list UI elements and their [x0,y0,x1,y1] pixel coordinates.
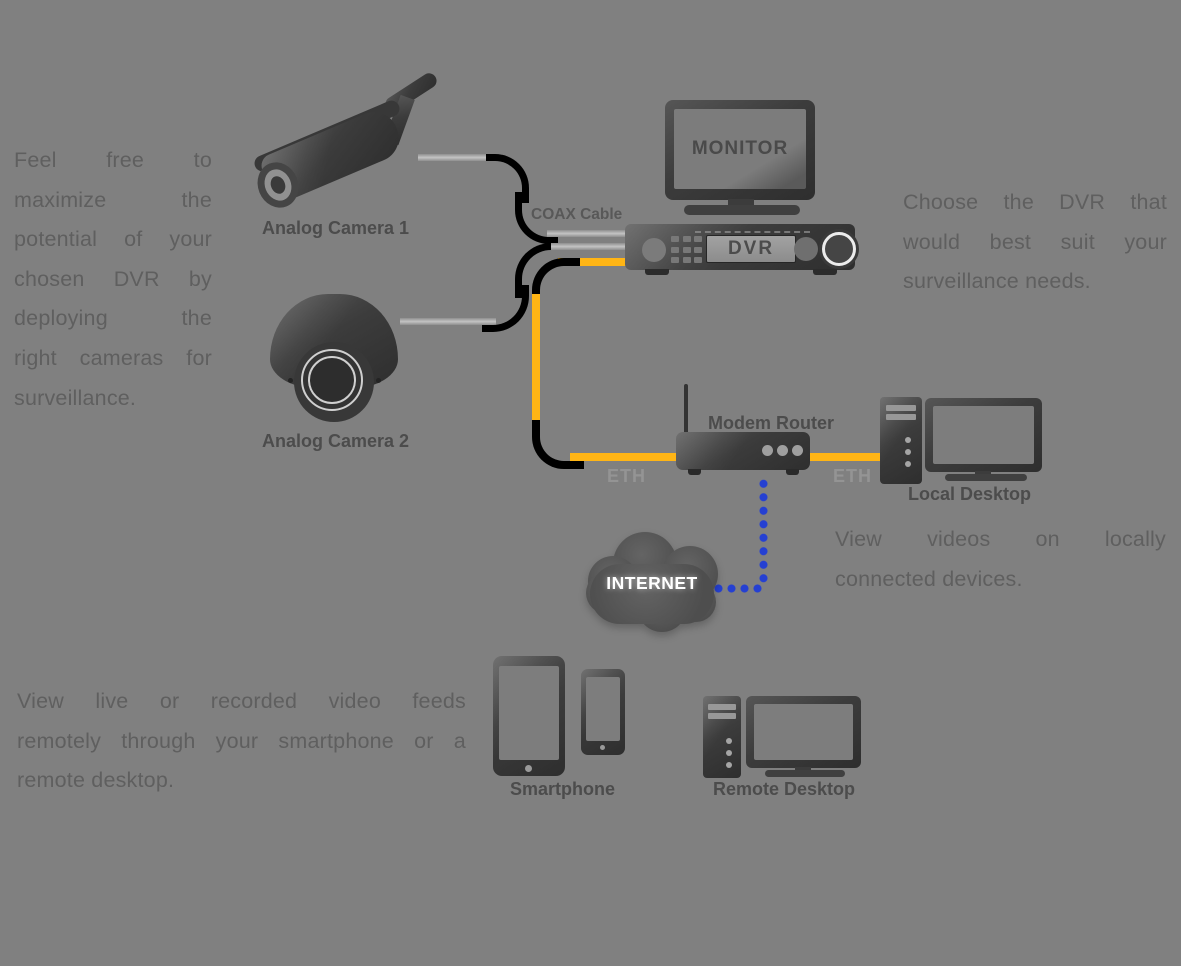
remote-desktop-label: Remote Desktop [713,779,856,799]
phone-home-button [600,745,605,750]
remote-monitor-neck [795,767,811,771]
paragraph-line: connected devices. [835,566,1023,591]
internet-cloud: INTERNET [586,530,718,632]
analog-camera-2-label: Analog Camera 2 [262,431,410,451]
modem-router-label: Modem Router [708,413,834,433]
phone [581,669,625,755]
dvr-jog-knob [822,232,856,266]
tablet [493,656,565,776]
dvr-select-button [794,237,818,261]
eth-label-right: ETH [833,466,872,486]
remote-desktop [703,695,863,783]
smartphone-group [493,655,628,780]
dvr: DVR [625,224,856,276]
analog-camera-2 [262,292,407,427]
monitor-neck [728,199,754,206]
dvr-display-label: DVR [727,238,775,259]
router-led-1 [762,445,773,456]
remote-monitor-frame [746,696,861,768]
dome-screw-right [376,378,381,383]
smartphone-label: Smartphone [510,779,616,799]
local-desktop-label: Local Desktop [908,484,1032,504]
eth-cable-router-desktop [810,453,882,461]
dvr-power-button [642,238,666,262]
router-led-3 [792,445,803,456]
monitor-frame: MONITOR [665,100,815,200]
coax-cable-label: COAX Cable [531,206,623,223]
remote-tower [703,696,741,778]
dvr-display: DVR [706,235,796,263]
local-monitor-base [945,474,1027,481]
monitor-base [684,205,800,215]
router-antenna [684,384,688,434]
paragraph-line: surveillance. [14,385,137,410]
router-led-2 [777,445,788,456]
analog-camera-1-label: Analog Camera 1 [262,218,410,238]
internet-link-horizontal [712,584,766,593]
paragraph-line: surveillance needs. [903,269,1091,294]
remote-monitor-base [765,770,845,777]
local-monitor-frame [925,398,1042,472]
dvr-body: DVR [625,224,856,270]
paragraph-line: remote desktop. [17,768,175,793]
router-body [676,432,810,470]
monitor: MONITOR [665,100,815,216]
tablet-screen [499,666,559,760]
dome-camera-lens [294,342,374,422]
monitor-screen-label: MONITOR [692,138,788,160]
eth-label-left: ETH [607,466,646,486]
monitor-screen: MONITOR [674,109,806,189]
local-tower [880,397,922,484]
internet-cloud-label: INTERNET [606,572,698,593]
internet-link-vertical [759,477,768,584]
tablet-home-button [525,765,532,772]
dvr-dashed-trim [695,231,810,233]
local-monitor-neck [975,471,991,475]
local-desktop [880,396,1042,490]
router-foot-left [688,469,701,475]
remote-monitor-screen [754,704,853,760]
local-monitor-screen [933,406,1034,464]
dvr-foot-left [645,269,669,275]
analog-camera-1 [245,70,440,225]
phone-screen [586,677,620,741]
modem-router [676,384,812,478]
dome-screw-left [288,378,293,383]
router-foot-right [786,469,799,475]
dvr-foot-right [813,269,837,275]
dvr-button-grid [671,236,702,263]
